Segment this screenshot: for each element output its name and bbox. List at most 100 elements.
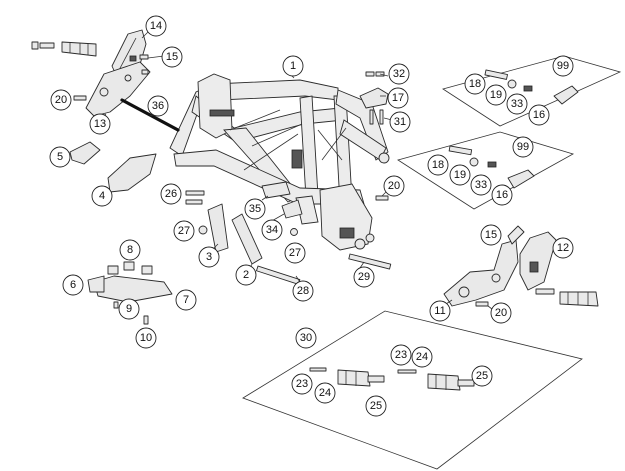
callout-10: 10 [135, 327, 157, 349]
callout-label: 4 [99, 190, 105, 202]
leader-line [261, 195, 269, 201]
callout-label: 26 [165, 188, 177, 200]
callout-label: 13 [94, 118, 106, 130]
callout-label: 20 [388, 180, 400, 192]
callout-30: 30 [295, 327, 317, 349]
callout-35: 35 [244, 198, 266, 220]
footpeg-small [507, 169, 535, 189]
callout-33b: 33 [470, 174, 492, 196]
callout-4: 4 [91, 185, 113, 207]
callout-label: 5 [57, 151, 63, 163]
callout-label: 28 [297, 285, 309, 297]
long-bolt [256, 265, 301, 285]
small-bolt [143, 315, 149, 325]
rubber-mount [141, 265, 153, 275]
callout-24b: 24 [314, 382, 336, 404]
callout-7: 7 [175, 289, 197, 311]
callout-36: 36 [147, 95, 169, 117]
callout-label: 25 [476, 370, 488, 382]
callout-label: 33 [511, 98, 523, 110]
callout-label: 16 [533, 109, 545, 121]
small-bracket [281, 199, 303, 219]
callout-label: 23 [395, 349, 407, 361]
small-bracket [261, 181, 291, 199]
callout-label: 27 [178, 225, 190, 237]
callout-label: 25 [370, 400, 382, 412]
callout-16b: 16 [491, 184, 513, 206]
callout-24a: 24 [411, 346, 433, 368]
callout-34: 34 [261, 219, 283, 241]
left-footpeg [31, 41, 97, 57]
callout-label: 31 [394, 116, 406, 128]
callout-19a: 19 [485, 84, 507, 106]
spring [523, 85, 533, 92]
spring [487, 161, 497, 168]
callout-label: 19 [490, 89, 502, 101]
callout-label: 19 [454, 169, 466, 181]
bolt [73, 95, 87, 101]
callout-label: 27 [289, 247, 301, 259]
right-rearset [443, 225, 557, 307]
callout-99b: 99 [512, 136, 534, 158]
callout-23a: 23 [390, 344, 412, 366]
callout-label: 17 [392, 92, 404, 104]
callout-11: 11 [429, 300, 451, 322]
callout-9: 9 [118, 298, 140, 320]
callout-27a: 27 [173, 220, 195, 242]
callout-label: 10 [140, 332, 152, 344]
callout-label: 32 [393, 68, 405, 80]
callout-label: 36 [152, 100, 164, 112]
leader-line [295, 275, 301, 283]
callout-label: 9 [126, 303, 132, 315]
washer [365, 71, 375, 77]
leader-line [147, 55, 165, 59]
callout-32: 32 [388, 63, 410, 85]
bracket-17 [359, 87, 389, 109]
rubber-mount [123, 261, 135, 271]
small-bracket [69, 141, 101, 165]
callout-6: 6 [62, 274, 84, 296]
callout-15a: 15 [161, 46, 183, 68]
bolt [141, 69, 149, 75]
callout-label: 24 [416, 351, 428, 363]
bolt-31 [369, 109, 374, 125]
callout-28: 28 [292, 280, 314, 302]
callout-label: 99 [517, 141, 529, 153]
callout-33a: 33 [506, 93, 528, 115]
nut [290, 228, 298, 236]
callout-3: 3 [198, 246, 220, 268]
callout-23b: 23 [291, 373, 313, 395]
callout-20a: 20 [50, 89, 72, 111]
footpeg-small [553, 85, 579, 105]
callout-20b: 20 [383, 175, 405, 197]
bolt [185, 199, 203, 205]
callout-label: 18 [432, 159, 444, 171]
link-arm [207, 203, 229, 253]
callout-19b: 19 [449, 164, 471, 186]
callout-label: 16 [496, 189, 508, 201]
callout-label: 23 [296, 378, 308, 390]
callout-label: 33 [475, 179, 487, 191]
leader-line [381, 191, 387, 197]
callout-label: 11 [434, 305, 445, 317]
kit-panel-middle-right [397, 131, 575, 210]
callout-label: 35 [249, 203, 261, 215]
callout-label: 20 [55, 94, 67, 106]
callout-31: 31 [389, 111, 411, 133]
callout-label: 20 [495, 307, 507, 319]
callout-label: 6 [70, 279, 76, 291]
callout-25b: 25 [365, 395, 387, 417]
callout-27b: 27 [284, 242, 306, 264]
callout-26: 26 [160, 183, 182, 205]
long-bolt [348, 253, 392, 270]
callout-2: 2 [235, 264, 257, 286]
callout-99a: 99 [552, 55, 574, 77]
callout-20c: 20 [490, 302, 512, 324]
callout-label: 30 [300, 332, 312, 344]
right-footpeg [535, 288, 599, 307]
callout-25a: 25 [471, 365, 493, 387]
bolt [375, 195, 389, 201]
bolt-31 [379, 109, 384, 125]
callout-label: 29 [358, 271, 370, 283]
callout-label: 15 [166, 51, 178, 63]
